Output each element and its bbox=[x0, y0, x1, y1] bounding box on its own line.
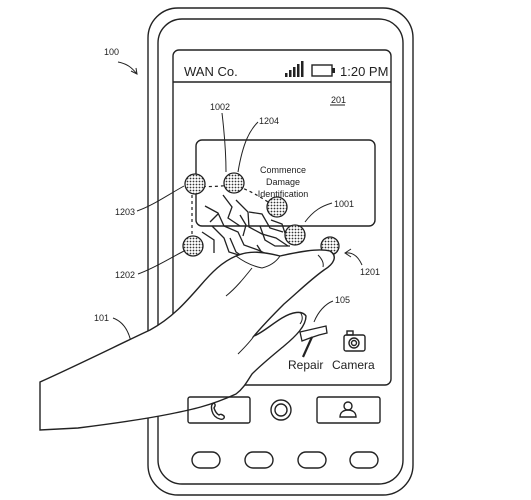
pattern-point-b[interactable] bbox=[184, 173, 206, 195]
signal-bars-icon bbox=[285, 61, 304, 77]
phone-handset-icon bbox=[210, 402, 225, 420]
phone-outer-frame bbox=[147, 7, 414, 496]
ref-point-b: 1203 bbox=[115, 207, 135, 217]
ref-hand: 101 bbox=[94, 313, 109, 323]
prompt-line-3: Identification bbox=[258, 189, 309, 199]
ref-crack: 1001 bbox=[334, 199, 354, 209]
person-icon bbox=[339, 401, 357, 418]
prompt-line-2: Damage bbox=[266, 177, 300, 187]
ref-start-point: 1201 bbox=[360, 267, 380, 277]
camera-icon[interactable] bbox=[343, 330, 366, 352]
ref-app-icons: 105 bbox=[335, 295, 350, 305]
ref-screen: 201 bbox=[331, 95, 346, 105]
carrier-name: WAN Co. bbox=[184, 64, 238, 79]
hardware-button-3[interactable] bbox=[297, 451, 327, 469]
hammer-icon[interactable] bbox=[299, 325, 328, 358]
phone-screen bbox=[172, 49, 392, 386]
camera-app-label[interactable]: Camera bbox=[332, 358, 375, 372]
repair-app-label[interactable]: Repair bbox=[288, 358, 323, 372]
pattern-point-c[interactable] bbox=[223, 172, 245, 194]
pattern-point-middle[interactable] bbox=[266, 196, 288, 218]
prompt-line-1: Commence bbox=[260, 165, 306, 175]
ref-start-arrow bbox=[344, 252, 363, 266]
home-circle-icon bbox=[274, 403, 288, 417]
battery-icon bbox=[311, 64, 335, 77]
status-time: 1:20 PM bbox=[340, 64, 388, 79]
pattern-point-a[interactable] bbox=[182, 235, 204, 257]
user-hand bbox=[39, 249, 335, 431]
ref-pattern-path: 1002 bbox=[210, 102, 230, 112]
ref-point-c: 1204 bbox=[259, 116, 279, 126]
hardware-button-4[interactable] bbox=[349, 451, 379, 469]
contacts-button[interactable] bbox=[316, 396, 381, 424]
home-button[interactable] bbox=[270, 399, 292, 421]
ref-point-a: 1202 bbox=[115, 270, 135, 280]
phone-inner-frame bbox=[157, 18, 404, 485]
hardware-button-2[interactable] bbox=[244, 451, 274, 469]
hardware-button-1[interactable] bbox=[191, 451, 221, 469]
phone-call-button[interactable] bbox=[187, 396, 251, 424]
ref-device-arrow bbox=[117, 61, 138, 75]
ref-device: 100 bbox=[104, 47, 119, 57]
pattern-point-crack[interactable] bbox=[284, 224, 306, 246]
